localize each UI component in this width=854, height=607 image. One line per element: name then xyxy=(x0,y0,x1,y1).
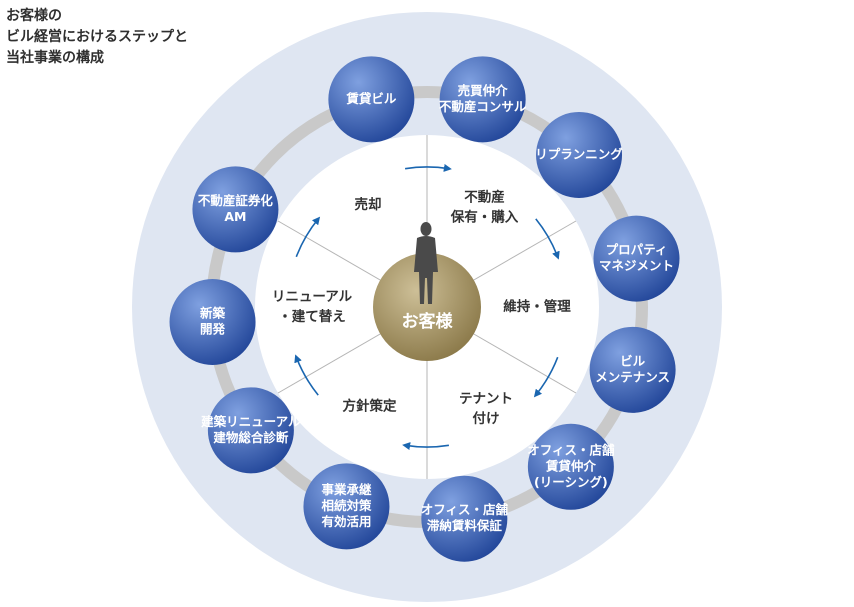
cycle-step: 方針策定 xyxy=(343,398,397,415)
business-node-label: 滞納賃料保証 xyxy=(427,518,503,533)
business-node-label: マネジメント xyxy=(599,258,674,273)
cycle-step-label: 方針策定 xyxy=(343,398,397,415)
business-nodes: 賃貸ビル売買仲介不動産コンサルリプランニングプロパティマネジメントビルメンテナン… xyxy=(169,56,680,562)
cycle-step-label: 不動産 xyxy=(464,188,505,205)
curved-arrow-icon xyxy=(294,354,319,396)
cycle-step-label: テナント xyxy=(459,391,513,407)
business-node-circle xyxy=(589,326,676,413)
cycle-step-label: リニューアル xyxy=(272,289,353,305)
business-node-label: (リーシング) xyxy=(534,474,608,489)
business-node: リプランニング xyxy=(535,111,623,198)
business-node-circle xyxy=(192,166,279,253)
curved-arrow-icon xyxy=(295,216,321,258)
diagram-title: お客様の ビル経営におけるステップと 当社事業の構成 xyxy=(6,6,188,69)
business-node-circle xyxy=(421,475,508,562)
business-node-circle xyxy=(328,56,415,143)
cycle-step: 売却 xyxy=(355,196,382,213)
curved-arrow-icon xyxy=(533,356,559,398)
business-node-circle xyxy=(169,278,256,365)
business-node-label: 賃貸ビル xyxy=(345,91,397,106)
title-line: お客様の xyxy=(6,8,62,24)
business-node-label: 相続対策 xyxy=(321,498,372,513)
business-node-label: オフィス・店舗 xyxy=(527,442,615,457)
business-node-circle xyxy=(207,387,294,474)
business-node-circle xyxy=(303,463,390,550)
cycle-step-label: 売却 xyxy=(355,196,382,213)
business-node-circle xyxy=(593,215,680,302)
customer-center xyxy=(373,253,481,361)
cycle-step: リニューアル・建て替え xyxy=(272,289,353,325)
business-node-label: 開発 xyxy=(200,321,226,336)
title-line: 当社事業の構成 xyxy=(6,50,104,66)
business-node-label: ビル xyxy=(620,353,646,368)
curved-arrow-icon xyxy=(402,442,450,451)
title-line: ビル経営におけるステップと xyxy=(6,29,188,45)
step-arrows xyxy=(294,163,560,451)
business-node-label: 不動産コンサル xyxy=(439,99,527,114)
business-node-circle xyxy=(536,111,623,198)
curved-arrow-icon xyxy=(404,163,452,172)
cycle-step-label: 保有・購入 xyxy=(450,208,519,225)
cycle-step-label: 付け xyxy=(473,410,500,427)
cycle-step-label: 維持・管理 xyxy=(503,298,571,315)
business-node-label: 事業承継 xyxy=(321,482,372,497)
business-node-label: 不動産証券化 xyxy=(198,193,274,208)
business-node-label: 賃貸仲介 xyxy=(545,458,597,473)
business-node: 賃貸ビル xyxy=(328,56,415,143)
business-node-label: 新築 xyxy=(200,305,226,320)
business-node-label: オフィス・店舗 xyxy=(421,502,509,517)
business-node-label: 建物総合診断 xyxy=(213,430,289,445)
business-node-label: 売買仲介 xyxy=(458,83,509,98)
business-node-label: リプランニング xyxy=(535,146,623,161)
center-label: お客様 xyxy=(402,311,454,332)
business-node-label: プロパティ xyxy=(606,242,668,257)
business-node-label: AM xyxy=(224,209,246,224)
cycle-step-label: ・建て替え xyxy=(278,308,346,325)
business-node-circle xyxy=(527,423,614,510)
business-node-circle xyxy=(439,56,526,143)
business-node-label: メンテナンス xyxy=(595,369,670,384)
business-node-label: 有効活用 xyxy=(321,514,371,529)
curved-arrow-icon xyxy=(535,218,560,260)
business-node-label: 建築リニューアル xyxy=(201,414,301,429)
person-silhouette-icon xyxy=(414,222,438,304)
cycle-step: 維持・管理 xyxy=(503,298,571,315)
